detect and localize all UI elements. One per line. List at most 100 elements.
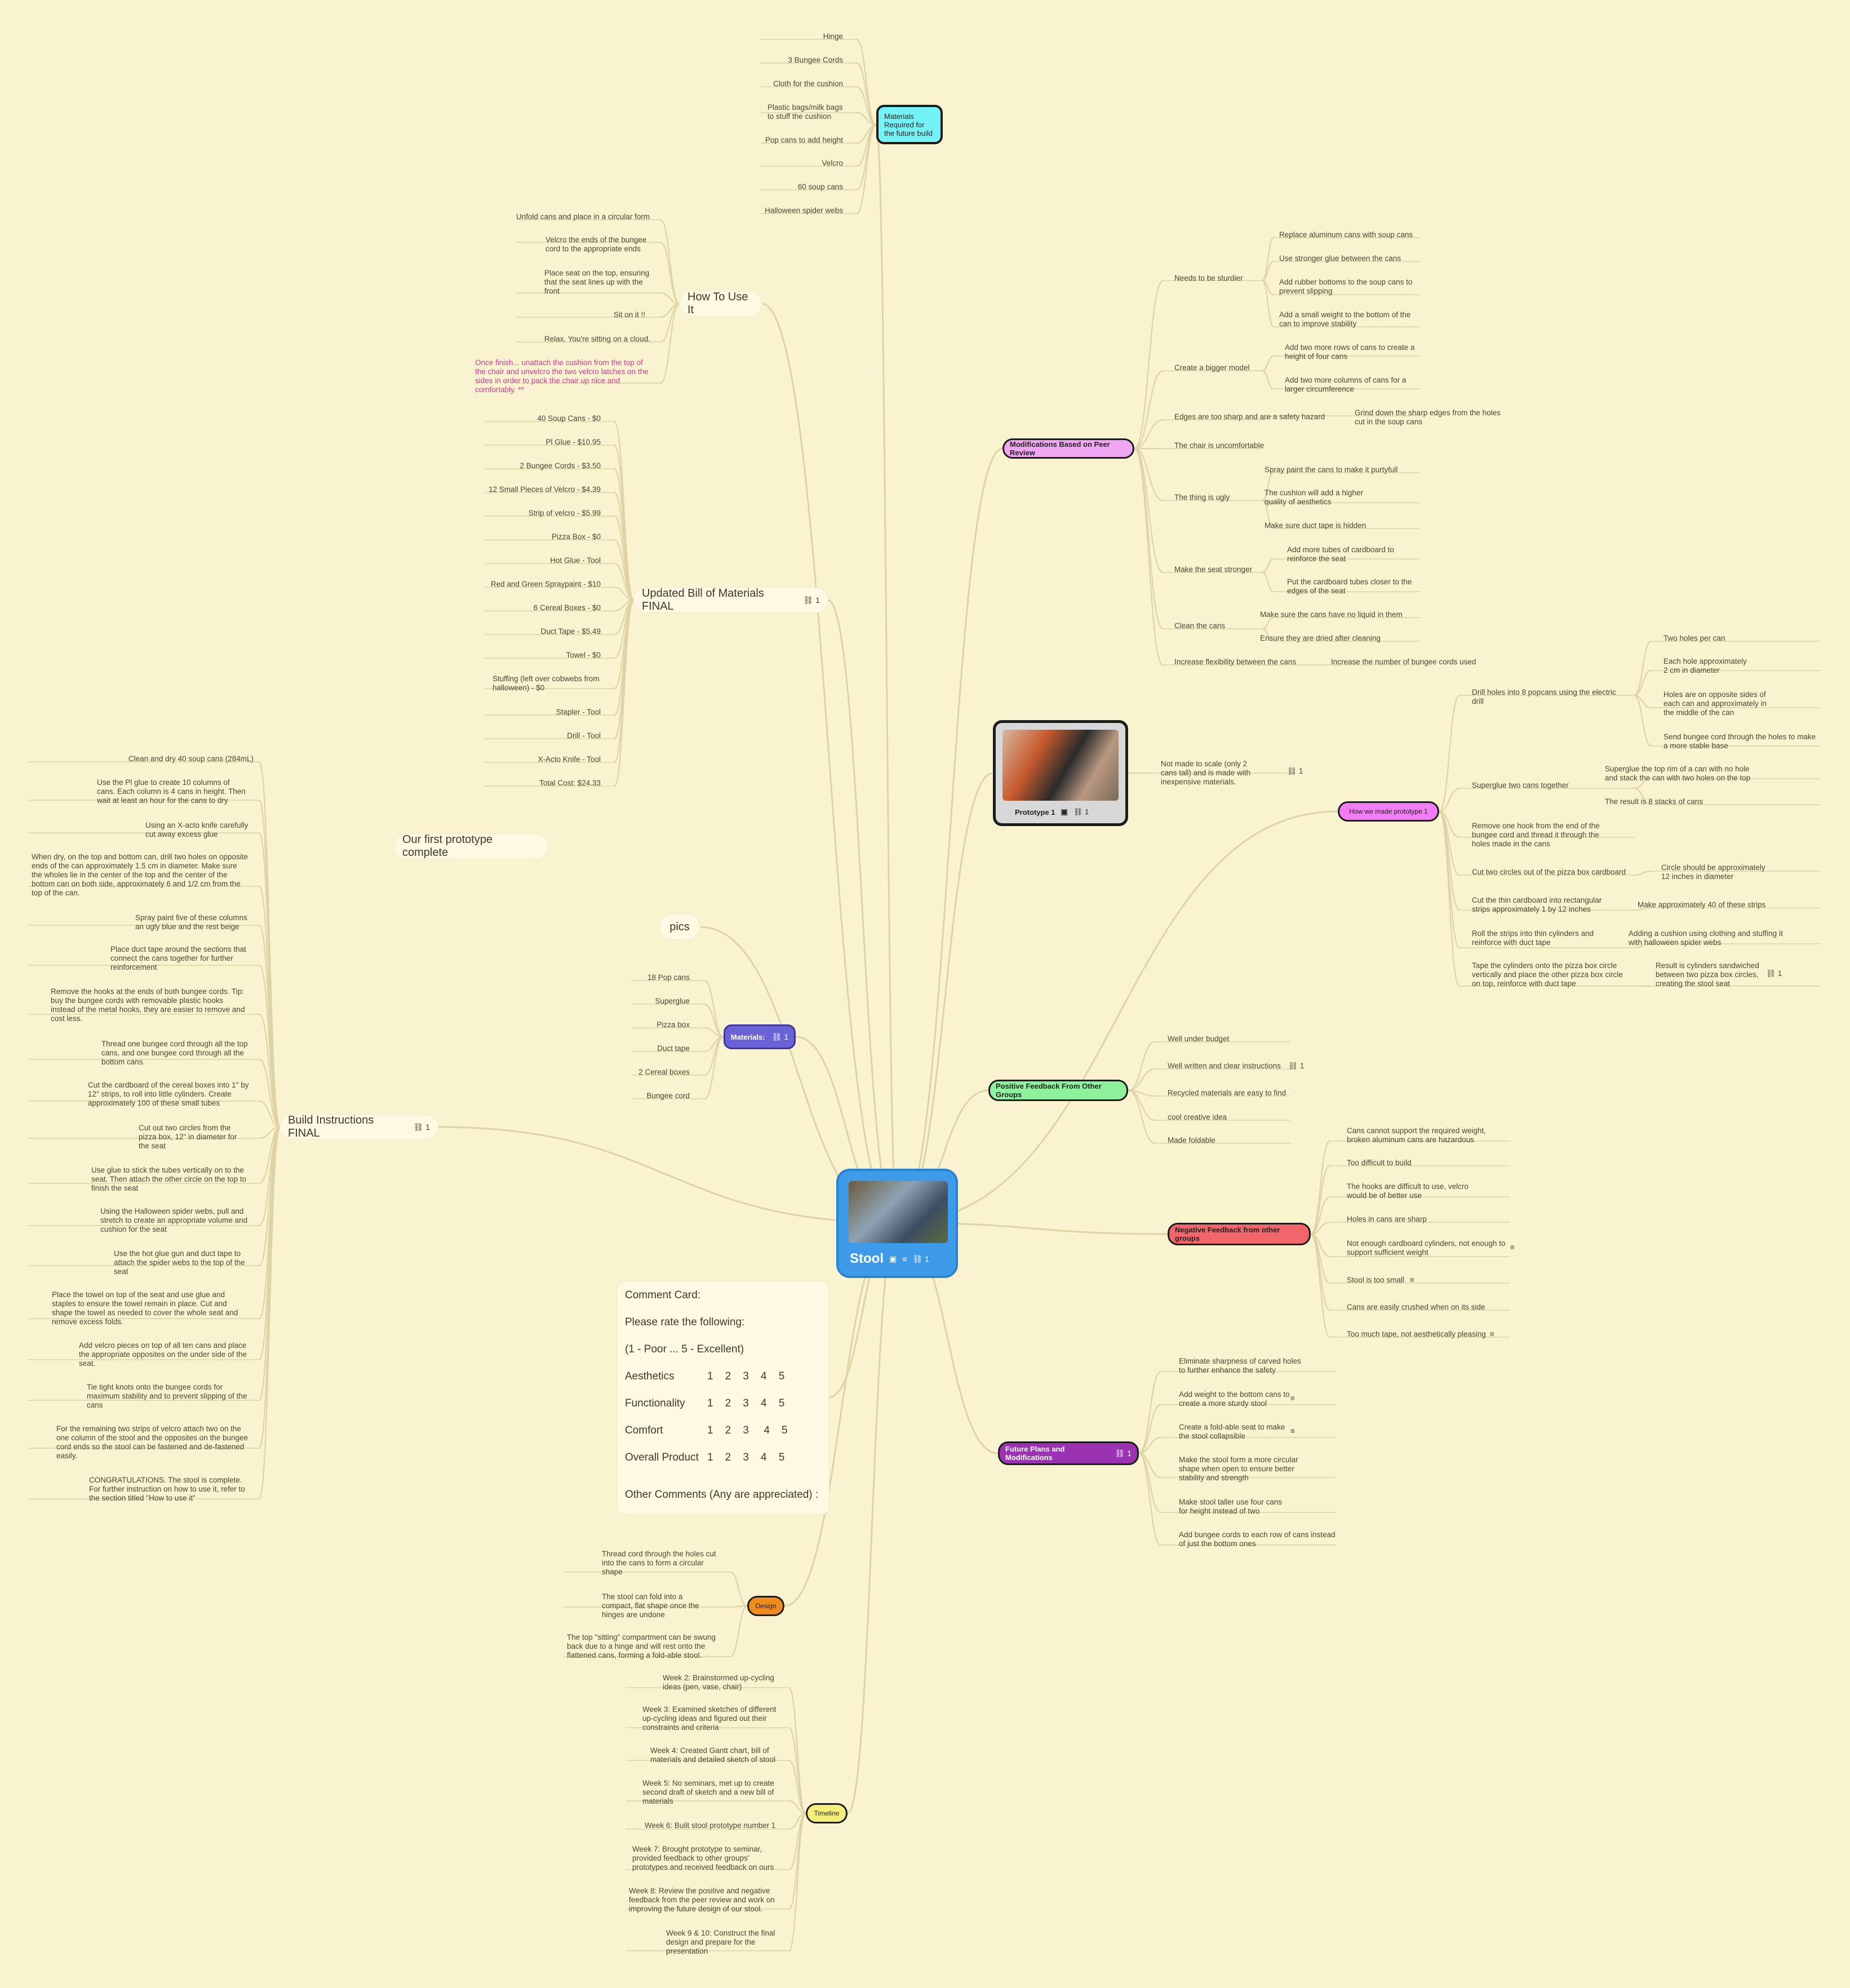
list-item: Spray paint five of these columns an ugl… (135, 913, 247, 931)
connector (258, 1126, 281, 1401)
list-item: Add rubber bottoms to the soup cans to p… (1279, 278, 1413, 295)
step-label: Remove one hook from the end of the bung… (1472, 822, 1600, 848)
positive-feedback-node[interactable]: Positive Feedback From Other Groups (988, 1080, 1128, 1101)
connector (1439, 810, 1460, 838)
list-item: Add two more columns of cans for a large… (1285, 376, 1407, 393)
list-item: Ensure they are dried after cleaning (1260, 634, 1381, 642)
connector (1134, 419, 1164, 450)
link-icon[interactable]: ⛓ 1 (1766, 969, 1782, 978)
list-item: Well under budget (1168, 1035, 1230, 1043)
link-icon[interactable]: ⛓ 1 (771, 1032, 789, 1042)
list-item: Stapler - Tool (556, 708, 601, 716)
connector (1634, 870, 1652, 876)
list-item: Pizza Box - $0 (551, 532, 601, 541)
list-item: Total Cost: $24.33 (539, 779, 601, 787)
bill-of-materials-node[interactable]: Updated Bill of Materials FINAL ⛓ 1 (634, 587, 828, 613)
list-item: Drill - Tool (567, 731, 601, 740)
rating-scale[interactable]: 1 2 3 4 5 (707, 1425, 788, 1436)
prototype-title: Prototype 1 (1015, 807, 1055, 816)
connector (613, 599, 635, 740)
connector (788, 1800, 806, 1814)
list-item: Each hole approximately 2 cm in diameter (1663, 657, 1747, 674)
modifications-node[interactable]: Modifications Based on Peer Review (1002, 438, 1134, 459)
list-item: Cloth for the cushion (773, 79, 843, 88)
connector (1134, 447, 1164, 574)
connector (1262, 499, 1274, 530)
link-icon[interactable]: ⛓ 1 (912, 1254, 929, 1263)
link-icon[interactable]: ⛓ 1 (413, 1122, 430, 1132)
connector (258, 832, 281, 1128)
connector (1634, 669, 1652, 696)
note-icon[interactable]: ≡ (1290, 1394, 1295, 1403)
connector (788, 1812, 807, 1952)
rating-scale[interactable]: 1 2 3 4 5 (707, 1397, 785, 1409)
link-icon[interactable]: ⛓ 1 (1073, 807, 1089, 816)
pics-node[interactable]: pics (659, 915, 700, 939)
how-to-use-node[interactable]: How To Use It (680, 291, 762, 316)
link-icon[interactable]: ⛓ 1 (1287, 767, 1303, 775)
list-item: Well written and clear instructions (1168, 1062, 1281, 1070)
connector (660, 241, 680, 305)
mod-category: The thing is ugly (1174, 493, 1230, 502)
step-label: Superglue two cans together (1472, 781, 1569, 789)
central-node[interactable]: Stool ▣ ≡ ⛓ 1 (836, 1169, 958, 1278)
comment-card[interactable]: Comment Card: Please rate the following:… (616, 1281, 829, 1515)
future-plans-node[interactable]: Future Plans and Modifications ⛓ 1 (998, 1441, 1139, 1465)
materials-future-node[interactable]: Materials Required for the future build (876, 105, 943, 144)
list-item: Velcro (822, 159, 843, 167)
rating-label: Overall Product (625, 1452, 699, 1463)
list-item: Add velcro pieces on top of all ten cans… (79, 1341, 247, 1368)
connector (1138, 1452, 1161, 1479)
connector (1439, 787, 1460, 813)
list-item: Send bungee cord through the holes to ma… (1663, 733, 1816, 750)
connector (1128, 1068, 1156, 1091)
prototype-1-node[interactable]: Prototype 1 ▣ ⛓ 1 (993, 720, 1128, 826)
comment-card-instruction: Please rate the following: (625, 1316, 745, 1328)
list-item: Unfold cans and place in a circular form (516, 212, 650, 221)
timeline-node[interactable]: Timeline (806, 1803, 848, 1823)
mod-category: Clean the cans (1174, 622, 1226, 630)
list-item: 2 Bungee Cords - $3.50 (520, 462, 601, 470)
rating-scale[interactable]: 1 2 3 4 5 (707, 1452, 785, 1463)
link-icon[interactable]: ⛓ 1 (1288, 1062, 1305, 1070)
mod-category: Needs to be sturdier (1174, 274, 1243, 282)
list-item: Circle should be approximately 12 inches… (1661, 863, 1765, 881)
connector (704, 979, 724, 1038)
usage-note: Once finish... unattach the cushion from… (475, 358, 649, 394)
central-photo[interactable] (849, 1181, 948, 1243)
prototype-photo[interactable] (1002, 730, 1119, 801)
link-icon[interactable]: ⛓ 1 (803, 595, 820, 605)
link-icon[interactable]: ⛓ 1 (1115, 1448, 1132, 1458)
list-item: Week 8: Review the positive and negative… (629, 1887, 775, 1913)
connector (1262, 558, 1274, 574)
how-made-node[interactable]: How we made prototype 1 (1338, 801, 1439, 822)
note-icon[interactable]: ≡ (1290, 1427, 1295, 1435)
image-icon: ▣ (1061, 807, 1068, 816)
note-icon[interactable]: ≡ (1490, 1330, 1494, 1338)
list-item: For the remaining two strips of velcro a… (56, 1425, 249, 1460)
list-item: Sit on it !! (613, 310, 645, 319)
list-item: Week 9 & 10: Construct the final design … (666, 1929, 775, 1955)
note-icon[interactable]: ≡ (1510, 1243, 1515, 1252)
design-node[interactable]: Design (747, 1596, 784, 1616)
list-item: Make sure duct tape is hidden (1265, 521, 1367, 530)
list-item: 12 Small Pieces of Velcro - $4.39 (489, 485, 601, 494)
list-item: 6 Cereal Boxes - $0 (533, 604, 601, 612)
negative-feedback-node[interactable]: Negative Feedback from other groups (1168, 1223, 1311, 1245)
step-label: Drill holes into 8 popcans using the ele… (1472, 688, 1616, 705)
rating-scale[interactable]: 1 2 3 4 5 (707, 1370, 785, 1382)
connector (1439, 694, 1460, 813)
list-item: Use stronger glue between the cans (1279, 254, 1401, 263)
connector (613, 599, 635, 764)
prototype-complete-node[interactable]: Our first prototype complete (394, 833, 548, 859)
connector (259, 1013, 281, 1128)
connector (1310, 1196, 1330, 1235)
list-item: Place seat on the top, ensuring that the… (544, 269, 650, 295)
list-item: Using the Halloween spider webs, pull an… (100, 1207, 248, 1233)
list-item: Make the stool form a more circular shap… (1179, 1456, 1298, 1482)
list-item: 18 Pop cans (647, 973, 690, 982)
note-icon[interactable]: ≡ (1410, 1276, 1414, 1284)
build-instructions-node[interactable]: Build Instructions FINAL ⛓ 1 (280, 1114, 438, 1139)
materials-node[interactable]: Materials: ⛓ 1 (724, 1024, 796, 1049)
